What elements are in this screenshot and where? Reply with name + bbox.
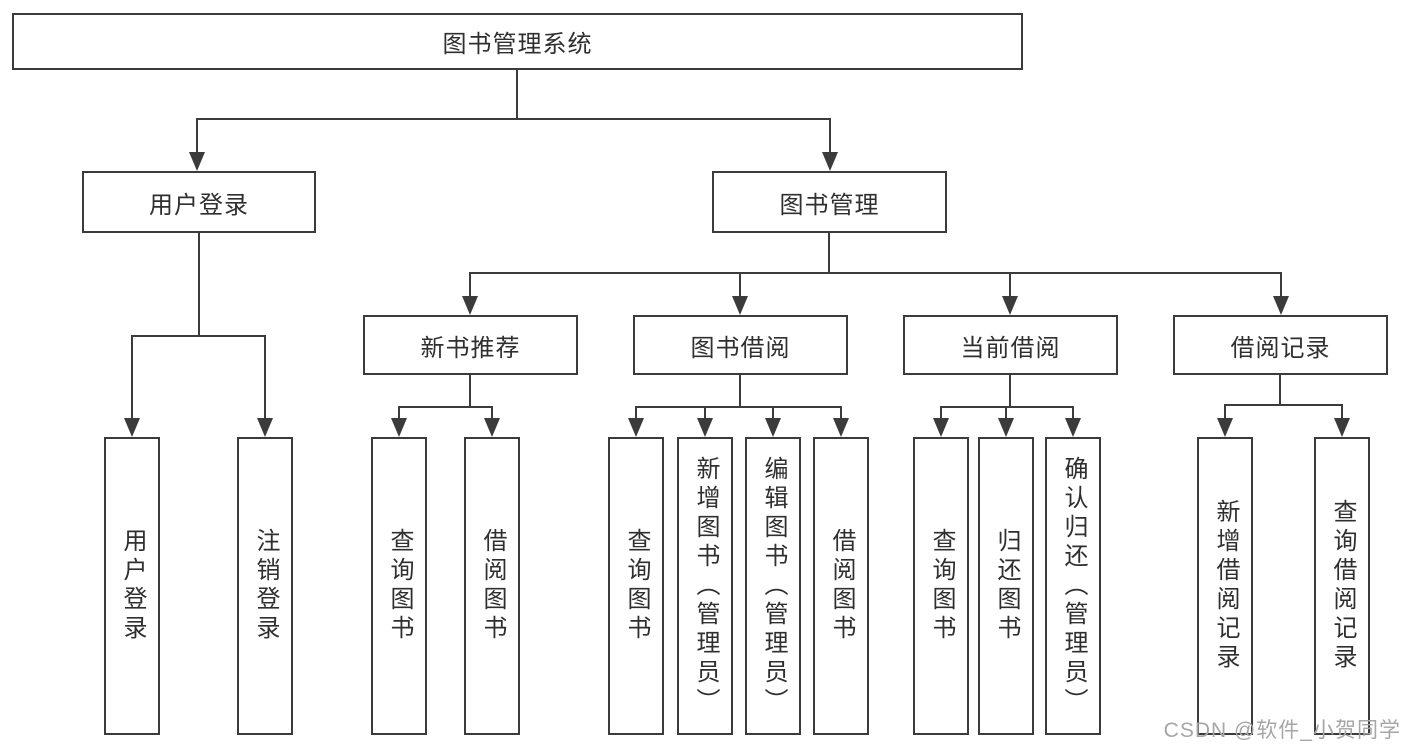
node-label: 查询图书 — [386, 528, 413, 644]
node-leaf-add-borrow-record: 新增借阅记录 — [1197, 437, 1253, 735]
node-label: 注销登录 — [252, 528, 279, 644]
arrowhead-icon — [124, 152, 1350, 437]
node-label: 新增借阅记录 — [1212, 499, 1239, 673]
node-leaf-query-book-borrowing: 查询图书 — [608, 437, 664, 735]
node-leaf-confirm-return-admin: 确认归还（管理员） — [1045, 437, 1101, 735]
node-label: 归还图书 — [993, 528, 1020, 644]
node-leaf-borrow-book-borrowing: 借阅图书 — [813, 437, 869, 735]
node-label: 查询借阅记录 — [1329, 499, 1356, 673]
csdn-watermark: CSDN @软件_小贺同学 — [1163, 719, 1401, 742]
node-leaf-query-book-recommendation: 查询图书 — [371, 437, 427, 735]
node-leaf-logout: 注销登录 — [237, 437, 293, 735]
node-label: 查询图书 — [623, 528, 650, 644]
node-book-management: 图书管理 — [712, 171, 947, 233]
node-leaf-edit-book-admin: 编辑图书（管理员） — [745, 437, 801, 735]
node-label: 确认归还（管理员） — [1060, 455, 1087, 717]
node-label: 借阅图书 — [828, 528, 855, 644]
node-label: 新增图书（管理员） — [692, 455, 719, 717]
node-leaf-query-book-current: 查询图书 — [913, 437, 969, 735]
node-book-borrowing: 图书借阅 — [633, 315, 848, 375]
node-label: 查询图书 — [928, 528, 955, 644]
node-leaf-user-login: 用户登录 — [104, 437, 160, 735]
node-borrowing-record: 借阅记录 — [1173, 315, 1388, 375]
node-current-borrowing: 当前借阅 — [903, 315, 1118, 375]
node-leaf-borrow-book-recommendation: 借阅图书 — [464, 437, 520, 735]
node-label: 借阅图书 — [479, 528, 506, 644]
node-new-book-recommendation: 新书推荐 — [363, 315, 578, 375]
node-label: 编辑图书（管理员） — [760, 455, 787, 717]
node-leaf-return-book: 归还图书 — [978, 437, 1034, 735]
node-root-system: 图书管理系统 — [12, 13, 1023, 70]
node-leaf-add-book-admin: 新增图书（管理员） — [677, 437, 733, 735]
node-label: 用户登录 — [119, 528, 146, 644]
node-user-login: 用户登录 — [82, 171, 316, 233]
node-leaf-query-borrow-record: 查询借阅记录 — [1314, 437, 1370, 735]
